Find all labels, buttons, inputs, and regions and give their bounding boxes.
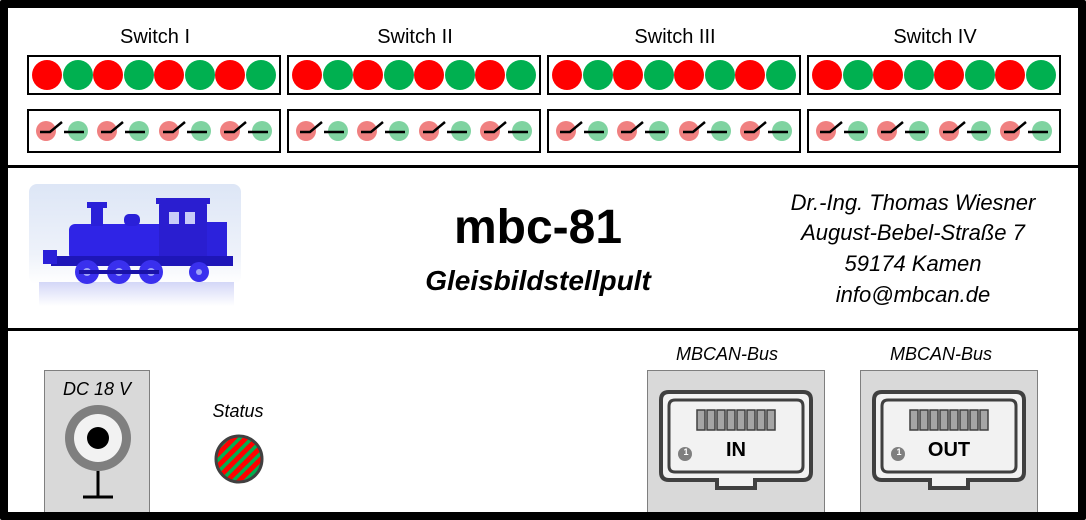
led-red [32, 60, 63, 90]
switch-group-title: Switch II [377, 26, 453, 48]
rj45-port-icon [872, 390, 1026, 490]
switch-row [287, 109, 541, 153]
led-red [873, 60, 904, 90]
led-red [154, 60, 185, 90]
led-green [245, 60, 276, 90]
led-red [812, 60, 843, 90]
toggle-switch-icon[interactable] [34, 119, 90, 143]
locomotive-icon [29, 184, 241, 306]
dc-jack-icon [65, 405, 131, 499]
address-email: info@mbcan.de [835, 282, 991, 307]
toggle-switch-icon[interactable] [738, 119, 794, 143]
led-red [934, 60, 965, 90]
toggle-switch-icon[interactable] [294, 119, 350, 143]
rj45-port-icon [659, 390, 813, 490]
led-red [215, 60, 246, 90]
pin-number: 1 [683, 447, 689, 457]
led-red [414, 60, 445, 90]
toggle-switch-icon[interactable] [937, 119, 993, 143]
bus-out-port-label: OUT [927, 439, 971, 461]
led-green [322, 60, 353, 90]
led-red [475, 60, 506, 90]
toggle-switch-icon[interactable] [417, 119, 473, 143]
led-row [27, 55, 281, 95]
toggle-switch-icon[interactable] [218, 119, 274, 143]
bus-out-connector: OUT 1 [860, 370, 1038, 512]
led-green [505, 60, 536, 90]
pin-number: 1 [896, 447, 902, 457]
address-city: 59174 Kamen [844, 251, 982, 276]
led-red [613, 60, 644, 90]
led-red [674, 60, 705, 90]
led-green [62, 60, 93, 90]
led-red [995, 60, 1026, 90]
status-led-icon [214, 434, 264, 484]
switch-group-title: Switch I [119, 26, 191, 48]
bus-in-port-label: IN [726, 439, 746, 461]
panel-divider [8, 165, 1078, 168]
led-red [353, 60, 384, 90]
led-green [903, 60, 934, 90]
bus-out-label: MBCAN-Bus [889, 344, 992, 364]
product-title: mbc-81 [453, 201, 623, 254]
led-row [547, 55, 801, 95]
panel-divider [8, 328, 1078, 331]
switch-group-1: Switch I [27, 8, 283, 165]
switch-group-3: Switch III [547, 8, 803, 165]
switch-group-title: Switch IV [893, 26, 977, 48]
led-green [765, 60, 796, 90]
led-green [643, 60, 674, 90]
led-green [123, 60, 154, 90]
toggle-switch-icon[interactable] [355, 119, 411, 143]
led-green [184, 60, 215, 90]
led-red [735, 60, 766, 90]
led-red [552, 60, 583, 90]
switch-group-2: Switch II [287, 8, 543, 165]
bus-in-connector: IN 1 [647, 370, 825, 512]
toggle-switch-icon[interactable] [554, 119, 610, 143]
led-green [964, 60, 995, 90]
bus-in-label: MBCAN-Bus [675, 344, 778, 364]
led-green [704, 60, 735, 90]
toggle-switch-icon[interactable] [478, 119, 534, 143]
toggle-switch-icon[interactable] [875, 119, 931, 143]
toggle-switch-icon[interactable] [998, 119, 1054, 143]
switch-row [807, 109, 1061, 153]
switch-row [27, 109, 281, 153]
switch-row [547, 109, 801, 153]
switch-group-title: Switch III [634, 26, 716, 48]
led-green [383, 60, 414, 90]
power-connector: DC 18 V [44, 370, 150, 512]
toggle-switch-icon[interactable] [677, 119, 733, 143]
led-red [292, 60, 323, 90]
led-row [807, 55, 1061, 95]
led-green [1025, 60, 1056, 90]
led-green [842, 60, 873, 90]
power-label: DC 18 V [62, 379, 132, 399]
address-name: Dr.-Ing. Thomas Wiesner [790, 190, 1036, 215]
status-label: Status [212, 401, 264, 421]
toggle-switch-icon[interactable] [95, 119, 151, 143]
address-street: August-Bebel-Straße 7 [801, 220, 1025, 245]
locomotive-image [29, 184, 241, 307]
led-green [582, 60, 613, 90]
led-red [93, 60, 124, 90]
product-subtitle: Gleisbildstellpult [425, 265, 651, 296]
toggle-switch-icon[interactable] [615, 119, 671, 143]
toggle-switch-icon[interactable] [814, 119, 870, 143]
toggle-switch-icon[interactable] [157, 119, 213, 143]
led-green [444, 60, 475, 90]
led-row [287, 55, 541, 95]
switch-group-4: Switch IV [807, 8, 1063, 165]
